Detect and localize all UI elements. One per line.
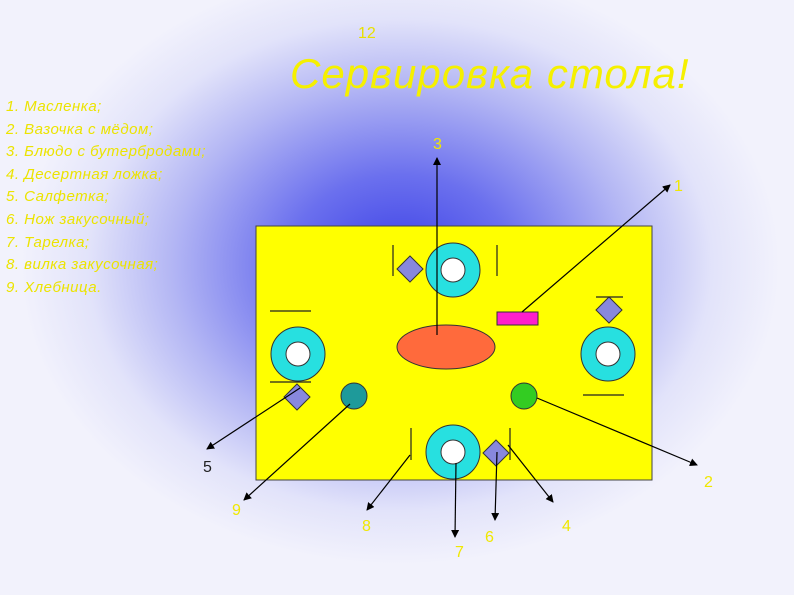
callout-7: 7: [455, 544, 464, 561]
plate-left: [270, 326, 326, 382]
legend-item-5: 5. Салфетка;: [6, 188, 110, 206]
legend-item-3: 3. Блюдо с бутербродами;: [6, 143, 206, 161]
callout-5: 5: [203, 459, 212, 476]
honey-vase: [510, 382, 538, 410]
legend-item-4: 4. Десертная ложка;: [6, 165, 163, 183]
plate-right: [580, 326, 636, 382]
legend-item-9: 9. Хлебница.: [6, 278, 102, 296]
legend-list: 1. Масленка; 2. Вазочка с мёдом; 3. Блюд…: [6, 96, 206, 299]
slide-title: Сервировка стола!: [290, 50, 690, 97]
callout-9: 9: [232, 502, 241, 519]
callout-8: 8: [362, 518, 371, 535]
plate-bottom: [425, 424, 481, 480]
legend-item-8: 8. вилка закусочная;: [6, 256, 159, 274]
butter-dish: [496, 311, 539, 326]
legend-item-6: 6. Нож закусочный;: [6, 210, 150, 228]
napkin-right: [595, 296, 623, 324]
callout-2: 2: [704, 474, 713, 491]
bread-basket: [340, 382, 368, 410]
napkin-top: [396, 255, 424, 283]
plate-top: [425, 242, 481, 298]
callout-4: 4: [562, 518, 571, 535]
legend-item-7: 7. Тарелка;: [6, 233, 90, 251]
legend-item-2: 2. Вазочка с мёдом;: [6, 120, 154, 138]
cutlery-lines: [270, 245, 624, 460]
legend-item-1: 1. Масленка;: [6, 98, 102, 115]
callout-3: 3: [433, 136, 442, 153]
callout-1: 1: [674, 178, 683, 195]
callout-arrows: [206, 157, 698, 538]
napkin-left: [283, 383, 311, 411]
sandwich-platter: [396, 324, 496, 370]
callout-6: 6: [485, 529, 494, 546]
slide-number: 12: [358, 25, 376, 42]
